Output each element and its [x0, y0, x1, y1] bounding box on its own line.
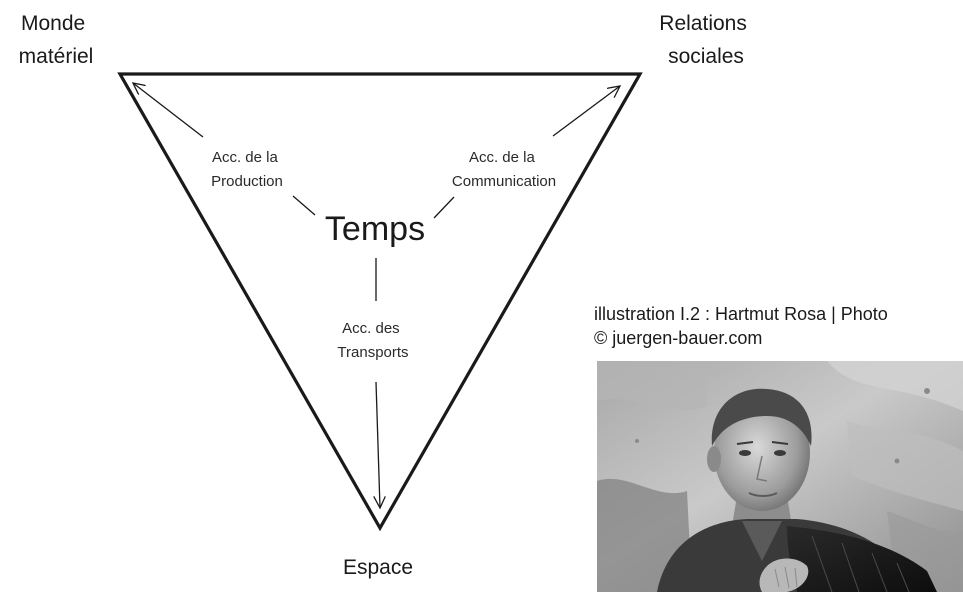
corner-label-bottom: Espace	[343, 556, 413, 579]
triangle-frame	[117, 72, 643, 532]
arrow-to-material-world	[133, 83, 204, 138]
connector-production	[292, 195, 316, 216]
photo-caption: illustration I.2 : Hartmut Rosa | Photo …	[594, 302, 963, 350]
caption-credit-line: illustration I.2 : Hartmut Rosa | Photo	[594, 304, 888, 324]
portrait-photo	[597, 361, 963, 592]
center-label-time: Temps	[325, 210, 425, 248]
arrow-to-space	[376, 381, 380, 508]
acc-label-communication: Acc. de la Communication	[452, 149, 556, 190]
caption-copyright-line: © juergen-bauer.com	[594, 328, 763, 348]
corner-label-top-left: Monde matériel	[19, 12, 94, 68]
arrow-to-social-relations	[552, 86, 620, 137]
connector-communication	[433, 196, 455, 219]
acc-label-production: Acc. de la Production	[211, 149, 283, 190]
portrait-image	[597, 361, 963, 592]
corner-label-top-right: Relations sociales	[659, 12, 752, 68]
acc-label-transports: Acc. des Transports	[337, 320, 408, 361]
